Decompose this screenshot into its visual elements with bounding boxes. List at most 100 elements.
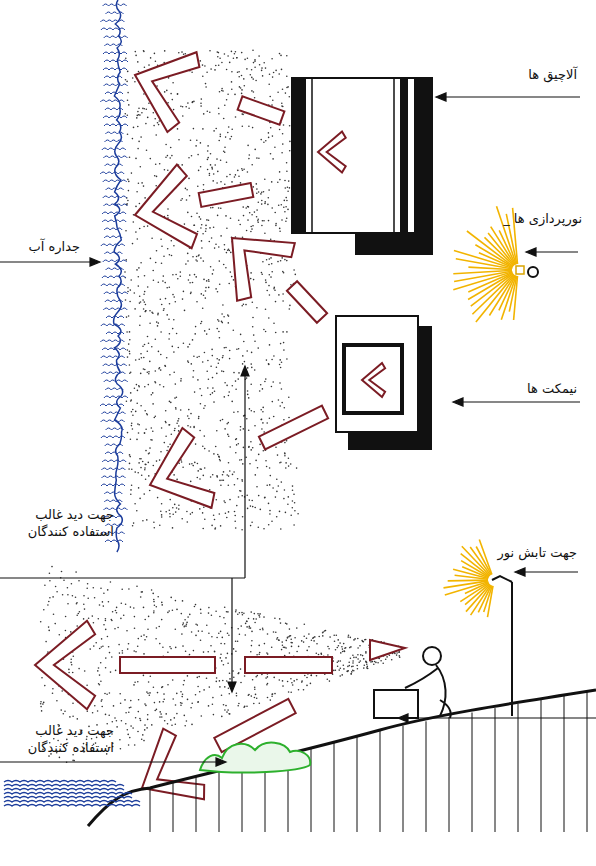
stipple-dot xyxy=(256,307,258,309)
stipple-dot xyxy=(253,411,255,413)
stipple-dot xyxy=(180,409,182,411)
stipple-dot xyxy=(182,115,184,117)
stipple-dot xyxy=(189,195,191,197)
stipple-dot xyxy=(284,452,286,454)
stipple-dot xyxy=(269,510,271,512)
stipple-dot xyxy=(159,643,161,645)
stipple-dot xyxy=(229,693,231,695)
stipple-dot xyxy=(216,475,218,477)
stipple-dot xyxy=(251,77,253,79)
stipple-dot xyxy=(175,629,177,631)
stipple-dot xyxy=(198,630,200,632)
stipple-dot xyxy=(143,357,145,359)
stipple-dot xyxy=(157,325,159,327)
stipple-dot xyxy=(191,631,193,633)
stipple-dot xyxy=(327,654,329,656)
stipple-dot xyxy=(281,388,283,390)
stipple-dot xyxy=(268,197,270,199)
stipple-dot xyxy=(203,507,205,509)
stipple-dot xyxy=(45,641,47,643)
stipple-dot xyxy=(145,123,147,125)
stipple-dot xyxy=(140,353,142,355)
stipple-dot xyxy=(189,282,191,284)
stipple-dot xyxy=(171,240,173,242)
stipple-dot xyxy=(285,92,287,94)
stipple-dot xyxy=(201,395,203,397)
stipple-dot xyxy=(49,597,51,599)
stipple-dot xyxy=(270,276,272,278)
stipple-dot xyxy=(205,287,207,289)
stipple-dot xyxy=(152,312,154,314)
stipple-dot xyxy=(230,252,232,254)
stipple-dot xyxy=(252,326,254,328)
stipple-dot xyxy=(145,479,147,481)
stipple-dot xyxy=(153,599,155,601)
stipple-dot xyxy=(48,626,50,628)
stipple-dot xyxy=(126,401,128,403)
stipple-dot xyxy=(337,662,339,664)
stipple-dot xyxy=(215,288,217,290)
stipple-dot xyxy=(125,113,127,115)
stipple-dot xyxy=(44,584,46,586)
stipple-dot xyxy=(370,661,372,663)
stipple-dot xyxy=(157,596,159,598)
stipple-dot xyxy=(218,633,220,635)
stipple-dot xyxy=(165,511,167,513)
stipple-dot xyxy=(242,355,244,357)
stipple-dot xyxy=(243,447,245,449)
stipple-dot xyxy=(341,646,343,648)
stipple-dot xyxy=(282,106,284,108)
stipple-dot xyxy=(226,176,228,178)
stipple-dot xyxy=(99,674,101,676)
stipple-dot xyxy=(276,516,278,518)
stipple-dot xyxy=(241,305,243,307)
stipple-dot xyxy=(269,467,271,469)
stipple-dot xyxy=(208,280,210,282)
stipple-dot xyxy=(270,238,272,240)
stipple-dot xyxy=(144,67,146,69)
stipple-dot xyxy=(250,611,252,613)
stipple-dot xyxy=(283,419,285,421)
stipple-dot xyxy=(345,647,347,649)
stipple-dot xyxy=(176,713,178,715)
stipple-dot xyxy=(313,637,315,639)
stipple-dot xyxy=(125,230,127,232)
stipple-dot xyxy=(199,216,201,218)
stipple-dot xyxy=(283,342,285,344)
stipple-dot xyxy=(284,200,286,202)
stipple-dot xyxy=(157,497,159,499)
stipple-dot xyxy=(221,480,223,482)
stipple-dot xyxy=(278,640,280,642)
stipple-dot xyxy=(262,422,264,424)
stipple-dot xyxy=(167,170,169,172)
stipple-dot xyxy=(246,377,248,379)
stipple-dot xyxy=(197,185,199,187)
stipple-dot xyxy=(60,709,62,711)
stipple-dot xyxy=(385,659,387,661)
stipple-dot xyxy=(160,713,162,715)
stipple-dot xyxy=(263,62,265,64)
stipple-dot xyxy=(197,379,199,381)
stipple-dot xyxy=(251,367,253,369)
stipple-dot xyxy=(258,495,260,497)
stipple-dot xyxy=(64,710,66,712)
stipple-dot xyxy=(140,405,142,407)
stipple-dot xyxy=(142,734,144,736)
stipple-dot xyxy=(225,657,227,659)
stipple-dot xyxy=(198,356,200,358)
stipple-dot xyxy=(219,91,221,93)
stipple-dot xyxy=(231,181,233,183)
stipple-dot xyxy=(254,622,256,624)
stipple-dot xyxy=(157,692,159,694)
stipple-dot xyxy=(202,128,204,130)
stipple-dot xyxy=(280,622,282,624)
stipple-dot xyxy=(174,717,176,719)
stipple-dot xyxy=(250,226,252,228)
stipple-dot xyxy=(259,703,261,705)
stipple-dot xyxy=(137,390,139,392)
stipple-dot xyxy=(100,588,102,590)
stipple-dot xyxy=(132,428,134,430)
stipple-dot xyxy=(338,645,340,647)
stipple-dot xyxy=(285,187,287,189)
stipple-dot xyxy=(347,666,349,668)
